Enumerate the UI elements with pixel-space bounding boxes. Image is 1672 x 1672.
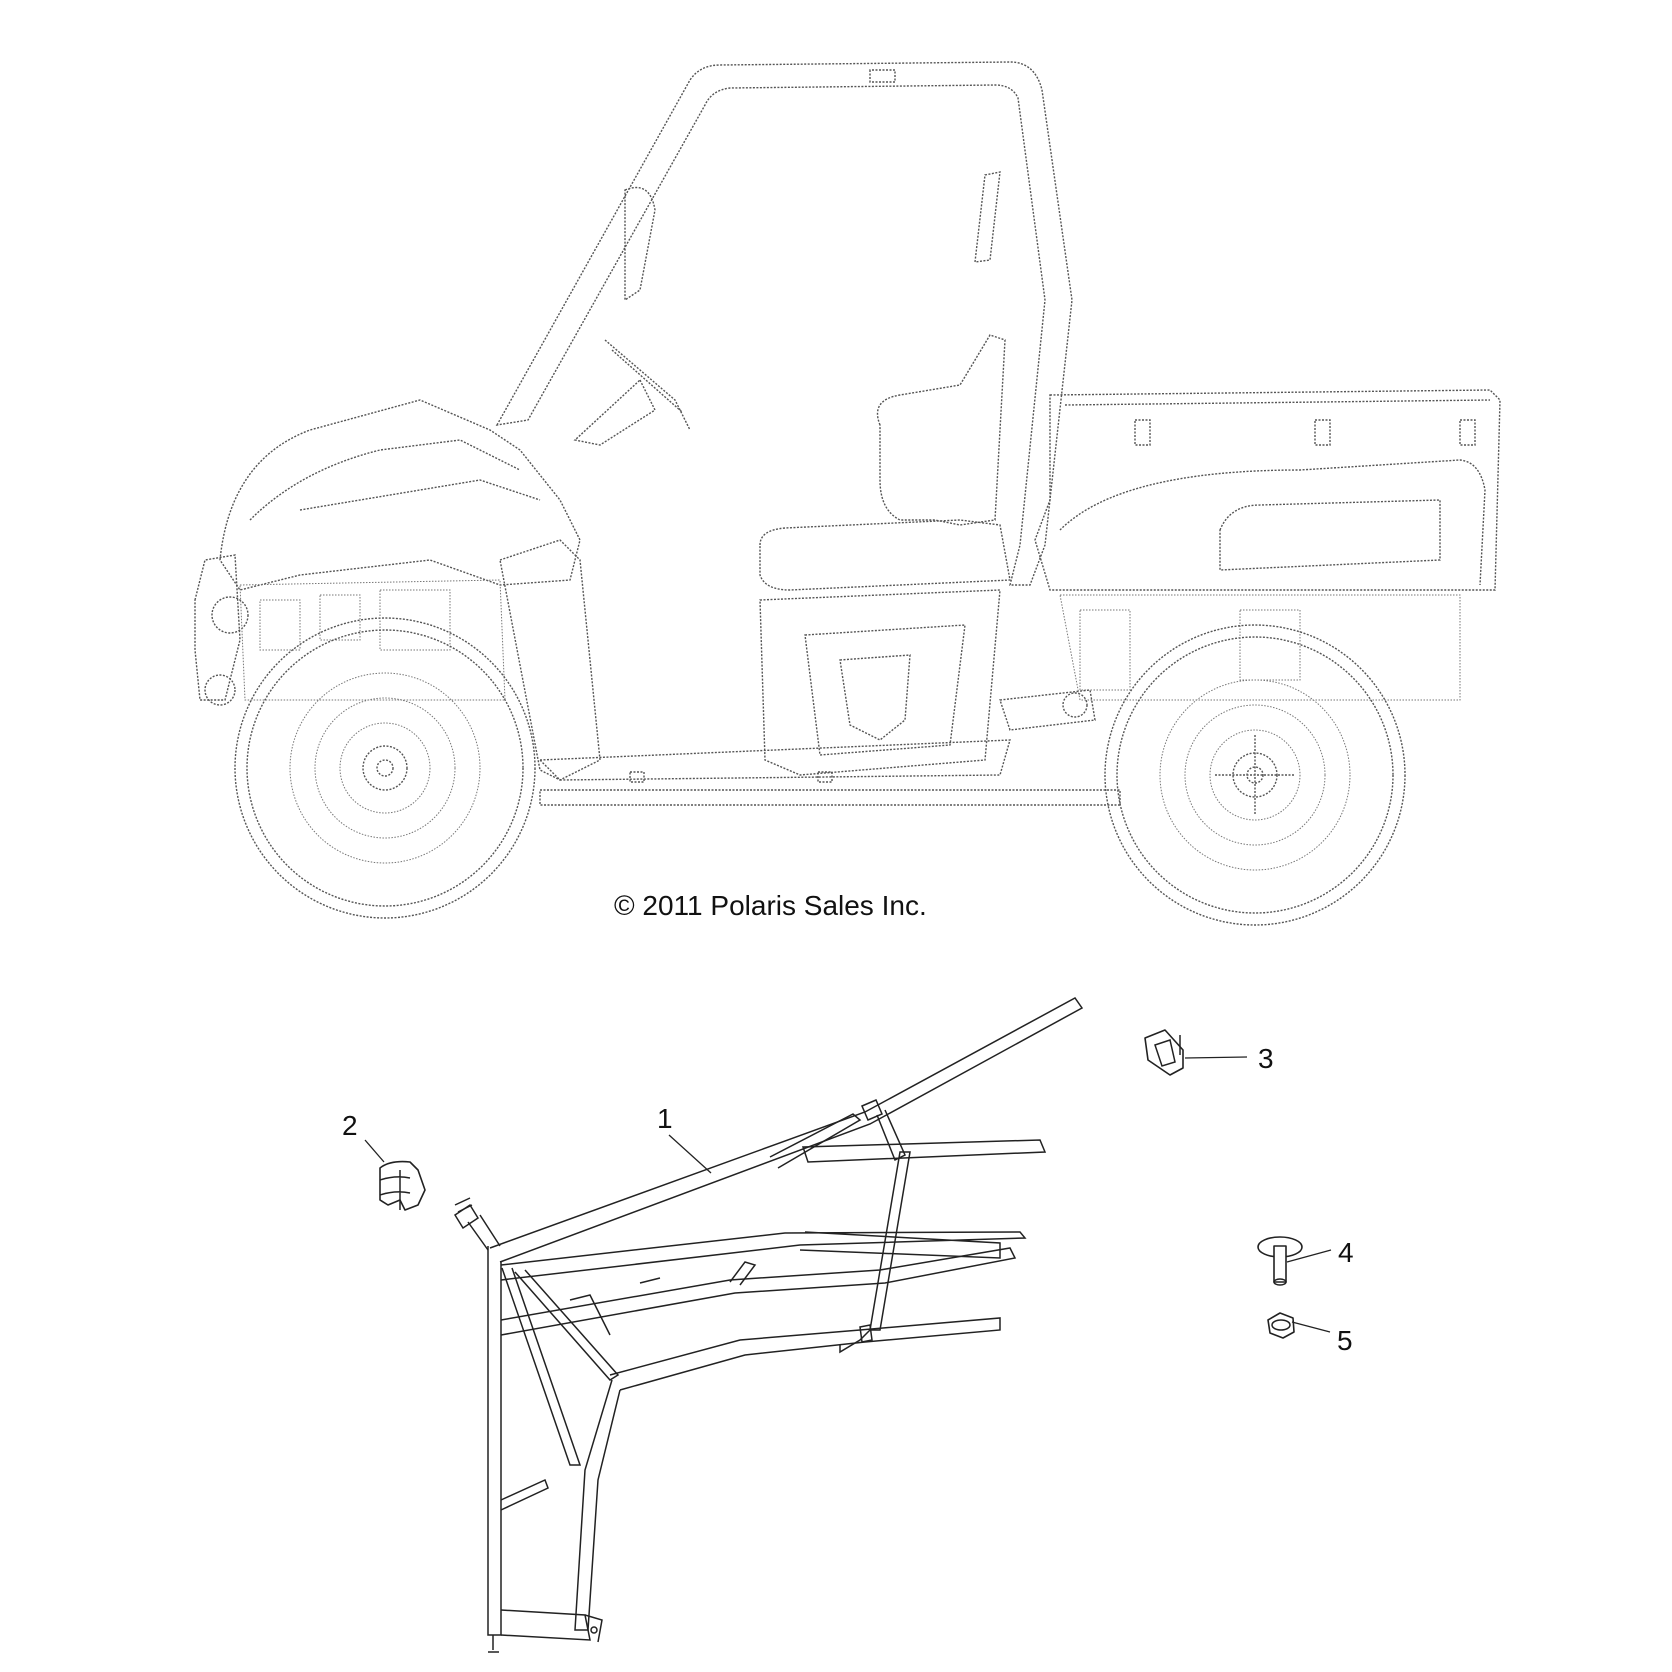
part-1-frame-assembly[interactable] bbox=[453, 997, 1084, 1653]
floor-sill bbox=[538, 739, 1011, 781]
roll-cage bbox=[495, 61, 1073, 586]
front-bumper bbox=[194, 554, 241, 701]
part-4-bolt[interactable] bbox=[1257, 1236, 1303, 1286]
vehicle-illustration bbox=[194, 61, 1501, 926]
callout-2[interactable]: 2 bbox=[342, 1110, 358, 1141]
leader-line-3 bbox=[1184, 1056, 1248, 1059]
callouts: 1 2 3 4 5 bbox=[342, 1043, 1354, 1356]
front-door-post bbox=[499, 539, 601, 781]
callout-4[interactable]: 4 bbox=[1338, 1237, 1354, 1268]
steering-wheel bbox=[604, 339, 691, 431]
part-3-bracket[interactable] bbox=[1144, 1029, 1184, 1076]
leader-line-5 bbox=[1291, 1321, 1331, 1333]
door-panel bbox=[759, 589, 1001, 776]
shock-absorber bbox=[974, 171, 1001, 263]
callout-1[interactable]: 1 bbox=[657, 1103, 673, 1134]
seat-back bbox=[876, 334, 1006, 526]
cargo-box bbox=[1034, 389, 1501, 591]
front-body bbox=[219, 399, 581, 591]
seat-base bbox=[759, 519, 1011, 591]
leader-line-2 bbox=[364, 1139, 385, 1163]
callout-5[interactable]: 5 bbox=[1337, 1325, 1353, 1356]
part-2-clip[interactable] bbox=[379, 1160, 426, 1211]
copyright-notice: © 2011 Polaris Sales Inc. bbox=[614, 890, 927, 921]
part-5-nut[interactable] bbox=[1267, 1312, 1295, 1339]
front-wheel bbox=[234, 617, 536, 919]
rear-wheel bbox=[1104, 624, 1406, 926]
leader-line-4 bbox=[1286, 1249, 1332, 1263]
callout-3[interactable]: 3 bbox=[1258, 1043, 1274, 1074]
leader-line-1 bbox=[668, 1134, 712, 1174]
